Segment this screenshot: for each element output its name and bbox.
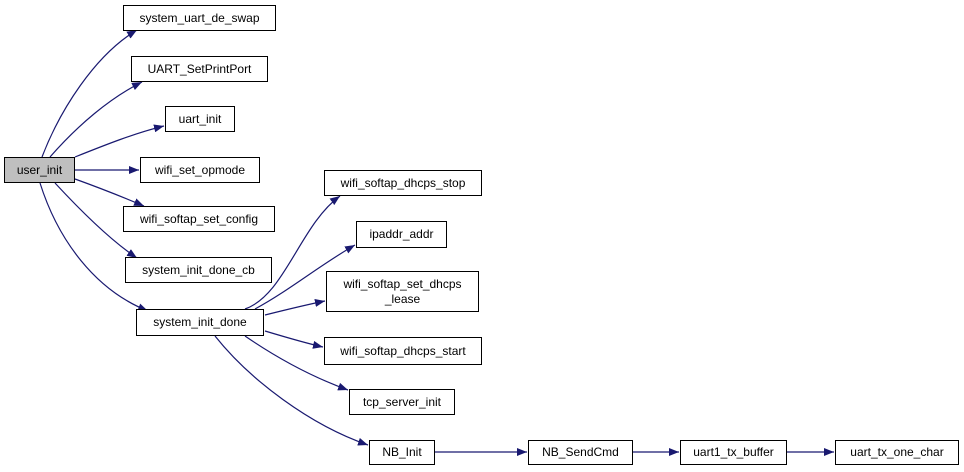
node-wifi-set-opmode[interactable]: wifi_set_opmode xyxy=(140,157,260,183)
node-ipaddr-addr[interactable]: ipaddr_addr xyxy=(356,221,447,248)
node-system-init-done-cb[interactable]: system_init_done_cb xyxy=(125,257,272,283)
edge-user_init-system_uart_de_swap xyxy=(41,29,138,158)
node-user-init[interactable]: user_init xyxy=(4,157,75,183)
node-uart-setprintport[interactable]: UART_SetPrintPort xyxy=(131,56,268,82)
edge-user_init-uart_init xyxy=(74,124,165,158)
node-uart-init[interactable]: uart_init xyxy=(165,106,235,132)
node-system-uart-de-swap[interactable]: system_uart_de_swap xyxy=(123,5,276,31)
edge-system_init_done-tcp_server_init xyxy=(244,335,349,391)
edge-system_init_done-ipaddr_addr xyxy=(254,244,356,310)
edge-user_init-UART_SetPrintPort xyxy=(49,81,143,158)
edge-system_init_done-wifi_softap_set_dhcps_lease xyxy=(264,299,326,316)
edge-system_init_done-wifi_softap_dhcps_start xyxy=(264,330,324,349)
edge-system_init_done-wifi_softap_dhcps_stop xyxy=(244,195,341,310)
node-system-init-done[interactable]: system_init_done xyxy=(136,309,264,336)
node-label-line-1: wifi_softap_set_dhcps xyxy=(343,276,462,291)
node-nb-init[interactable]: NB_Init xyxy=(369,440,435,465)
node-tcp-server-init[interactable]: tcp_server_init xyxy=(349,389,455,415)
node-uart-tx-one-char[interactable]: uart_tx_one_char xyxy=(835,440,959,465)
edge-user_init-wifi_softap_set_config xyxy=(74,178,145,207)
node-wifi-softap-dhcps-stop[interactable]: wifi_softap_dhcps_stop xyxy=(324,170,482,196)
node-wifi-softap-set-dhcps-lease[interactable]: wifi_softap_set_dhcps _lease xyxy=(326,271,479,312)
edge-user_init-system_init_done xyxy=(39,182,149,312)
node-label-line-2: _lease xyxy=(384,291,421,306)
edge-user_init-system_init_done_cb xyxy=(54,182,138,259)
node-wifi-softap-dhcps-start[interactable]: wifi_softap_dhcps_start xyxy=(324,337,482,365)
node-wifi-softap-set-config[interactable]: wifi_softap_set_config xyxy=(123,206,275,232)
node-nb-sendcmd[interactable]: NB_SendCmd xyxy=(528,440,633,465)
node-uart1-tx-buffer[interactable]: uart1_tx_buffer xyxy=(680,440,787,465)
edge-system_init_done-NB_Init xyxy=(214,335,369,446)
